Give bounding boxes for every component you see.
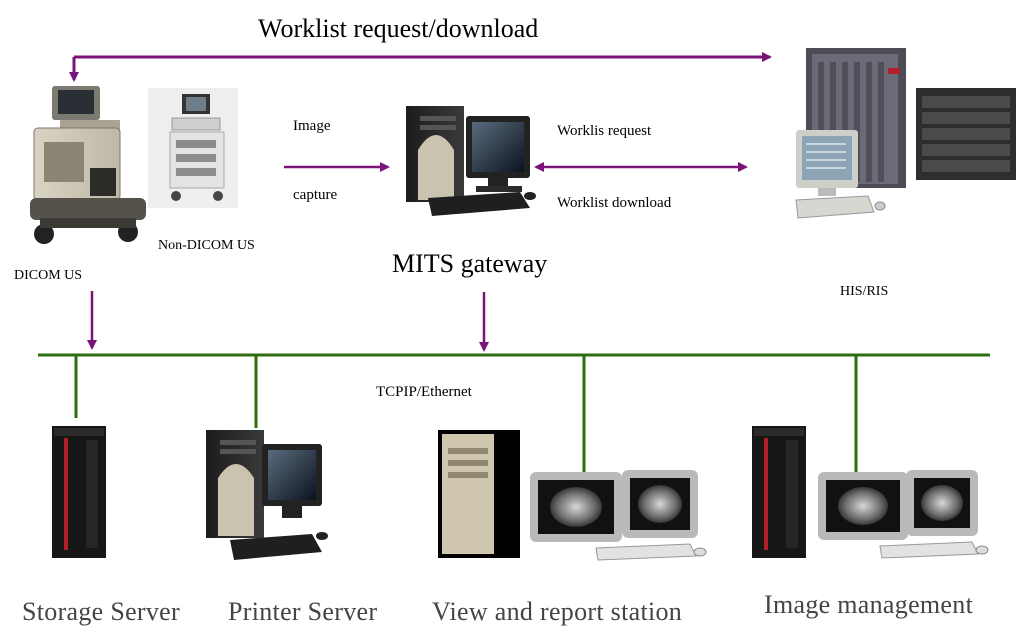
dicom-us-label: DICOM US (14, 268, 83, 283)
mits-gateway-pc-icon (406, 106, 536, 216)
image-management-label: Image management (764, 590, 974, 619)
his-ris-server-icon (795, 48, 1016, 219)
image-management-icon (752, 426, 989, 559)
his-ris-label: HIS/RIS (840, 284, 889, 299)
capture-label: capture (293, 187, 338, 203)
worklist-title: Worklist request/download (258, 14, 539, 43)
network-label: TCPIP/Ethernet (376, 384, 472, 400)
storage-server-icon (52, 426, 106, 558)
worklist-download-label: Worklist download (557, 195, 672, 211)
image-label: Image (293, 118, 331, 134)
printer-server-label: Printer Server (228, 597, 378, 626)
worklist-arrow (69, 52, 772, 82)
storage-server-label: Storage Server (22, 597, 180, 626)
non-dicom-us-machine-icon (148, 88, 238, 208)
ethernet-bus (38, 353, 990, 472)
view-report-station-icon (438, 430, 707, 561)
worklist-request-label: Worklis request (557, 123, 652, 139)
printer-server-pc-icon (206, 430, 328, 560)
dicom-us-machine-icon (30, 86, 146, 244)
view-report-station-label: View and report station (432, 597, 683, 626)
gateway-label: MITS gateway (392, 249, 548, 278)
non-dicom-us-label: Non-DICOM US (158, 238, 255, 253)
